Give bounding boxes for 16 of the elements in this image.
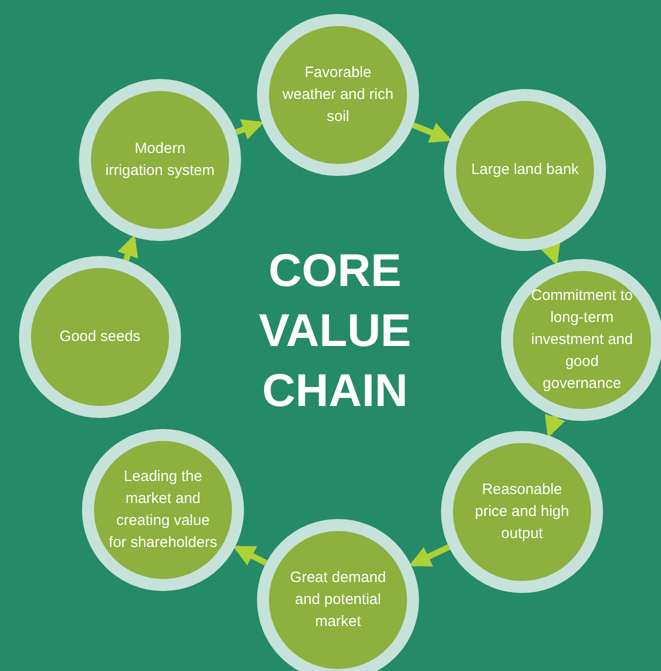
arrow — [408, 544, 450, 567]
arrow — [232, 545, 268, 566]
node-label: Great demand and potential market — [289, 568, 387, 632]
title: CORE VALUE CHAIN — [258, 243, 412, 418]
node-label: Good seeds — [58, 327, 142, 347]
node-label: Favorable weather and rich soil — [282, 63, 394, 127]
node-label: Large land bank — [470, 160, 580, 180]
arrow — [235, 119, 264, 140]
node-label: Commitment to long-term investment and good governance — [530, 286, 634, 394]
arrow — [118, 234, 138, 262]
arrow — [540, 242, 560, 266]
node-label: Leading the market and creating value for shareholders — [108, 467, 218, 553]
node-label: Modern irrigation system — [104, 139, 216, 181]
arrow — [412, 122, 452, 143]
node-label: Reasonable price and high output — [474, 480, 570, 544]
arrow — [544, 414, 566, 438]
